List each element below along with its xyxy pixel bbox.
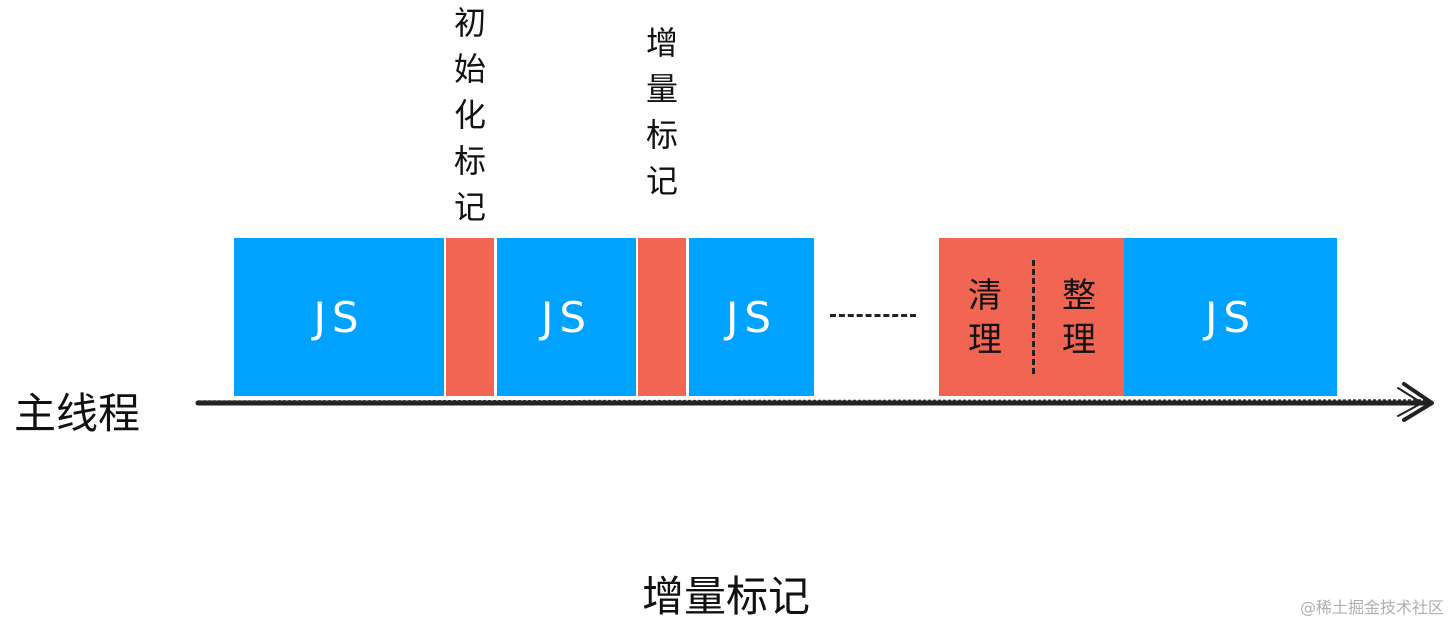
compact-label: 整 理	[1062, 276, 1096, 360]
initial-mark-label: 初 始 化 标 记	[453, 4, 486, 226]
ellipsis-dashes	[830, 314, 916, 317]
cleanup-label: 清 理	[968, 276, 1002, 360]
js-block-3: JS	[689, 238, 814, 396]
diagram-caption: 增量标记	[641, 572, 810, 621]
incremental-mark-label: 增 量 标 记	[645, 24, 678, 200]
gc-cleanup-compact-block: 清 理 整 理	[939, 238, 1124, 396]
incremental-mark-block	[638, 238, 686, 396]
js-block-4: JS	[1124, 238, 1337, 396]
gc-divider	[1032, 260, 1035, 374]
js-block-1: JS	[234, 238, 444, 396]
js-block-2: JS	[497, 238, 636, 396]
js-block-2-label: JS	[540, 292, 593, 342]
js-block-3-label: JS	[725, 292, 778, 342]
watermark: @稀土掘金技术社区	[1299, 598, 1444, 617]
main-thread-label: 主线程	[14, 389, 141, 438]
js-block-4-label: JS	[1204, 292, 1257, 342]
js-block-1-label: JS	[313, 292, 365, 342]
initial-mark-block	[446, 238, 494, 396]
